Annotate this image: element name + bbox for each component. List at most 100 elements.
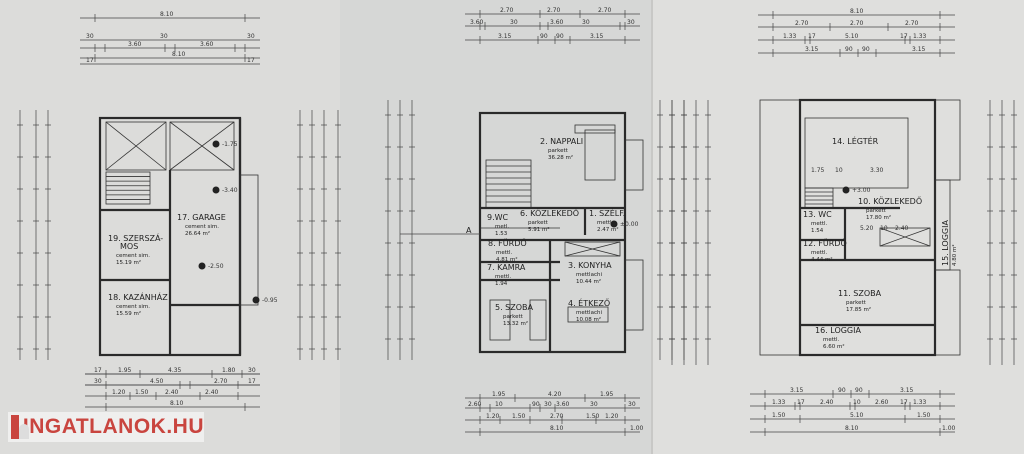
room-label: 18. KAZÁNHÁZ [108,291,168,302]
stairs [105,171,151,205]
room-finish: parkett [528,220,549,226]
dimension-label: 1.33 [783,33,797,40]
room-area: 4.80 m² [951,244,958,266]
room-finish: mettl. [495,274,512,280]
room-label: 8. FÜRDŐ [488,238,527,248]
void-cross [169,121,235,171]
dimension-label: 1.20 [605,413,619,420]
dimension-label: 3.15 [590,33,604,40]
garage-ramp [239,174,259,306]
dimension-label: 10 [853,399,861,406]
room-area: 10.08 m² [576,316,601,323]
level-marker-icon [842,186,850,194]
terrace-steps [624,259,644,331]
plan-lines [17,10,1017,436]
dimension-label: 3.60 [470,19,484,26]
sofa-arm [574,124,616,134]
dimension-label: 1.33 [772,399,786,406]
room-label: 4. ÉTKEZŐ [568,297,610,308]
room-area: 1.94 [495,281,508,287]
dimension-label: 2.70 [795,20,809,27]
room-area: 17.85 m² [846,306,871,313]
dimension-label: 30 [510,19,518,26]
dimension-label: 17 [797,399,805,406]
dimension-label: 8.10 [160,11,174,18]
dimension-label: 2.70 [547,7,561,14]
dimension-label: 3.60 [550,19,564,26]
dimension-label: 30 [628,401,636,408]
level-marker-icon [212,140,220,148]
dimension-label: 90 [556,33,564,40]
dimension-label: 1.80 [222,367,236,374]
room-area: 6.60 m² [823,343,845,350]
void-box [169,121,235,171]
room-finish: mettl. [811,250,828,256]
room-label: 9.WC [487,213,509,222]
dimension-label: 1.00 [942,425,956,432]
room-label: 13. WC [803,210,832,219]
dimension-label: 1.20 [486,413,500,420]
room-finish: cement sim. [185,224,219,230]
dimension-label: 2.40 [820,399,834,406]
dimension-label: 17 [94,367,102,374]
dimension-label: 1.50 [512,413,526,420]
dimension-label: 3.60 [200,41,214,48]
room-area: 4.44 m² [811,256,833,263]
dimension-label: 90 [532,401,540,408]
loggia-15 [934,179,951,271]
void-box [564,241,621,257]
dimension-label: 90 [845,46,853,53]
dimension-label: 1.95 [492,391,506,398]
dimension-label: 1.00 [630,425,644,432]
dimension-label: 8.10 [172,51,186,58]
dimension-label: 4.50 [150,378,164,385]
dimension-label: 2.60 [875,399,889,406]
void-box [105,121,167,171]
dimension-label: 30 [627,19,635,26]
dimension-label: 17 [900,399,908,406]
room-finish: parkett [548,148,569,154]
room-area: 5.91 m² [528,226,550,233]
sheet-2 [340,0,652,454]
dimension-label: 8.10 [850,8,864,15]
level-marker-icon [252,296,260,304]
watermark-text: INGATLANOK.HU [22,415,204,438]
level-label: +3.00 [852,187,871,194]
dimension-label: 2.70 [214,378,228,385]
dimension-label: 2.70 [500,7,514,14]
inner-dimension: 10 [880,225,888,232]
dimension-label: 30 [582,19,590,26]
dimension-label: 3.60 [128,41,142,48]
room-label: 17. GARAGE [177,213,226,222]
terrace-steps [624,139,644,191]
room-label: 7. KAMRA [487,263,526,272]
section-mark: A [466,226,472,235]
room-area: 1.53 [495,231,508,237]
dimension-label: 1.50 [586,413,600,420]
room-area: 10.44 m² [576,278,601,285]
inner-dimension: 5.20 [860,225,874,232]
dimension-label: 30 [247,33,255,40]
dimension-label: 1.33 [913,33,927,40]
dimension-label: 17 [900,33,908,40]
dimension-label: 3.15 [498,33,512,40]
dimension-label: 90 [540,33,548,40]
bed [489,299,511,341]
room-finish: parkett [503,314,524,320]
dimension-label: 30 [590,401,598,408]
house-icon [11,415,29,439]
room-area: 36.28 m² [548,154,573,161]
room-label: 5. SZOBA [495,303,534,312]
room-area: 15.19 m² [116,259,141,266]
room-finish: mettl. [496,250,513,256]
dimension-label: 3.15 [900,387,914,394]
level-marker-icon [610,220,618,228]
dimension-label: 30 [248,367,256,374]
room-finish: parkett [846,300,867,306]
room-finish: mettl. [811,221,828,227]
inner-dimension: 10 [835,167,843,174]
room-label: 10. KÖZLEKEDŐ [858,196,922,206]
room-area: 1.54 [811,228,824,234]
